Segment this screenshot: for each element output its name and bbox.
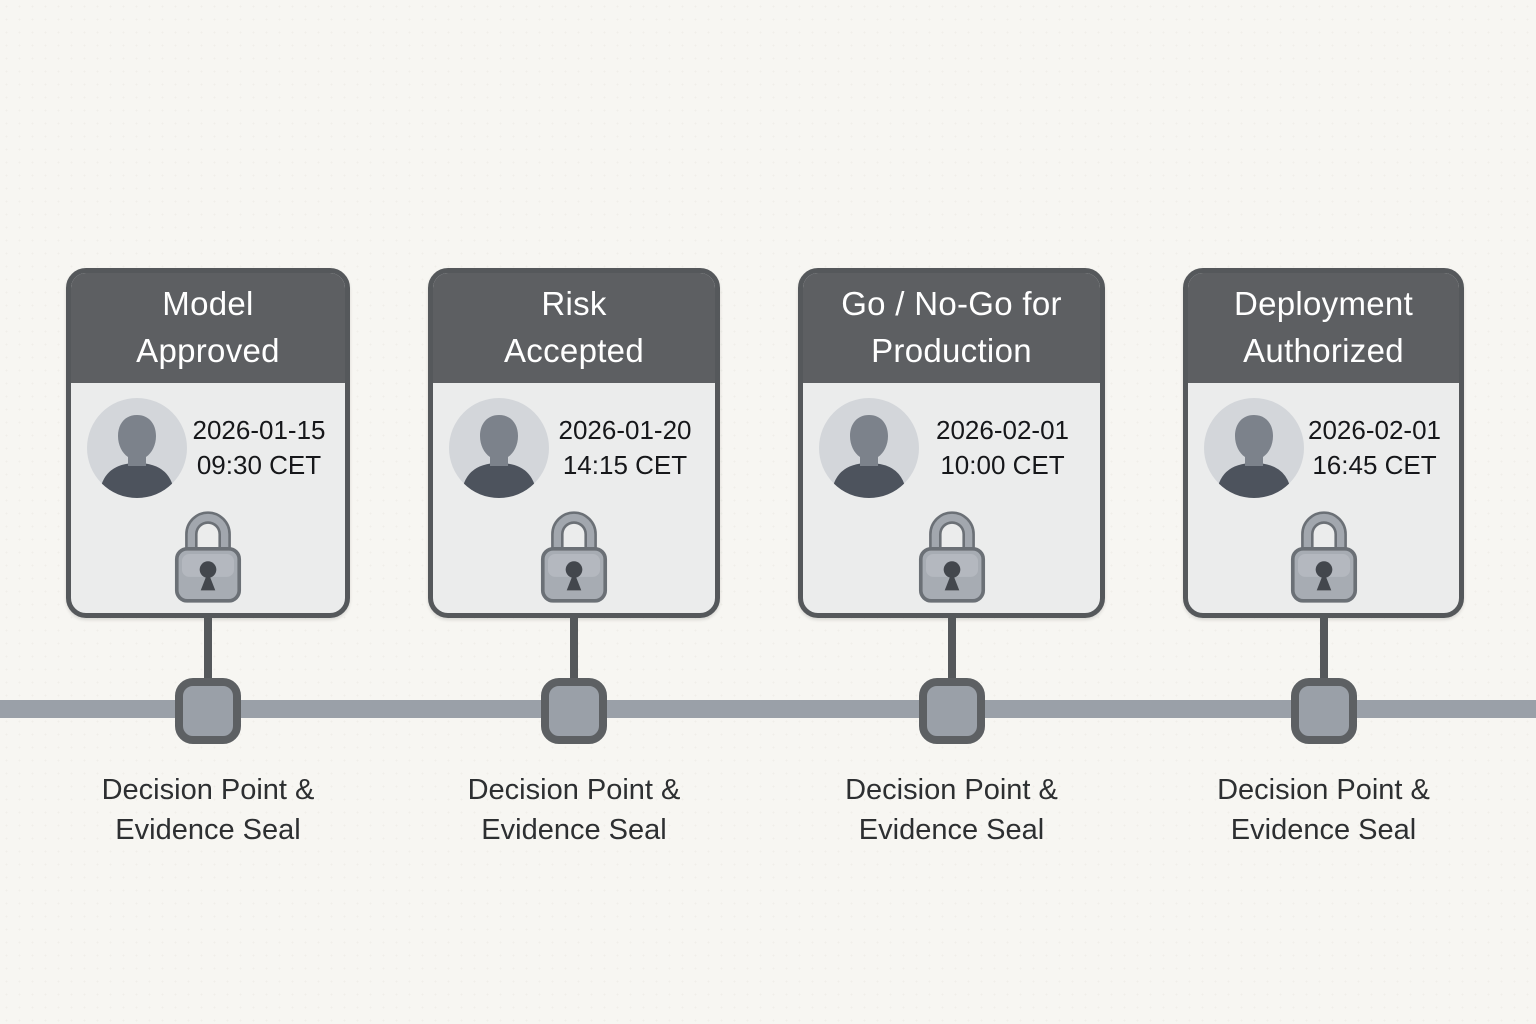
person-avatar-icon xyxy=(1204,398,1304,498)
title-line-1: Go / No-Go for xyxy=(841,285,1062,323)
decision-point-caption: Decision Point & Evidence Seal xyxy=(1217,770,1430,850)
timestamp: 2026-01-15 09:30 CET xyxy=(187,413,331,483)
person-avatar-icon xyxy=(449,398,549,498)
timestamp-date: 2026-01-20 xyxy=(558,414,692,445)
timestamp-time: 10:00 CET xyxy=(940,450,1065,480)
title-line-1: Deployment xyxy=(1233,285,1414,323)
milestone-risk-accepted: Risk Accepted 2026-01-20 xyxy=(428,268,720,850)
decision-point-caption: Decision Point & Evidence Seal xyxy=(102,770,315,850)
milestone-card: Model Approved 2026-01-15 xyxy=(66,268,350,618)
caption-line-1: Decision Point & xyxy=(467,774,681,806)
caption-line-1: Decision Point & xyxy=(845,774,1058,806)
connector-line xyxy=(204,618,212,678)
timestamp: 2026-02-01 16:45 CET xyxy=(1304,413,1445,483)
card-body: 2026-02-01 16:45 CET xyxy=(1188,383,1459,613)
timeline-node xyxy=(541,678,607,744)
connector-line xyxy=(570,618,578,678)
padlock-icon xyxy=(540,511,608,603)
padlock-icon xyxy=(174,511,242,603)
milestone-card: Go / No-Go for Production 2026- xyxy=(798,268,1105,618)
title-line-2: Authorized xyxy=(1243,332,1404,369)
title-line-2: Approved xyxy=(136,332,280,369)
card-body: 2026-01-20 14:15 CET xyxy=(433,383,715,613)
caption-line-2: Evidence Seal xyxy=(115,814,301,847)
padlock-icon xyxy=(1290,511,1357,603)
caption-line-1: Decision Point & xyxy=(1217,774,1430,806)
title-line-1: Risk xyxy=(541,285,607,323)
connector-line xyxy=(1319,618,1328,678)
card-body: 2026-01-15 09:30 CET xyxy=(71,383,345,613)
title-line-2: Production xyxy=(871,332,1032,369)
caption-line-2: Evidence Seal xyxy=(481,814,667,847)
title-line-2: Accepted xyxy=(504,332,644,369)
title-line-1: Model xyxy=(162,285,254,323)
milestone-deployment-authorized: Deployment Authorized 2026-02-0 xyxy=(1183,268,1464,850)
timeline-node xyxy=(918,678,985,744)
timeline-node xyxy=(1290,678,1357,744)
timestamp: 2026-01-20 14:15 CET xyxy=(549,413,701,483)
timestamp-date: 2026-02-01 xyxy=(936,414,1069,445)
timestamp-time: 16:45 CET xyxy=(1312,450,1437,480)
padlock-icon xyxy=(918,511,985,603)
person-avatar-icon xyxy=(87,398,187,498)
timestamp-time: 14:15 CET xyxy=(562,450,688,480)
card-body: 2026-02-01 10:00 CET xyxy=(803,383,1100,613)
caption-line-1: Decision Point & xyxy=(101,774,315,806)
decision-point-caption: Decision Point & Evidence Seal xyxy=(468,770,681,850)
milestone-go-no-go: Go / No-Go for Production 2026- xyxy=(798,268,1105,850)
card-title: Deployment Authorized xyxy=(1188,273,1459,383)
timeline-node xyxy=(175,678,241,744)
caption-line-2: Evidence Seal xyxy=(1230,814,1417,847)
milestone-card: Risk Accepted 2026-01-20 xyxy=(428,268,720,618)
milestone-card: Deployment Authorized 2026-02-0 xyxy=(1183,268,1464,618)
timestamp-date: 2026-01-15 xyxy=(192,414,326,445)
person-avatar-icon xyxy=(819,398,919,498)
timestamp-time: 09:30 CET xyxy=(196,450,322,480)
card-title: Go / No-Go for Production xyxy=(803,273,1100,383)
connector-line xyxy=(947,618,956,678)
card-title: Risk Accepted xyxy=(433,273,715,383)
timestamp: 2026-02-01 10:00 CET xyxy=(919,413,1086,483)
milestone-model-approved: Model Approved 2026-01-15 xyxy=(66,268,350,850)
caption-line-2: Evidence Seal xyxy=(858,814,1045,847)
decision-point-caption: Decision Point & Evidence Seal xyxy=(845,770,1058,850)
timestamp-date: 2026-02-01 xyxy=(1308,414,1441,445)
card-title: Model Approved xyxy=(71,273,345,383)
timeline-bar xyxy=(0,700,1536,718)
